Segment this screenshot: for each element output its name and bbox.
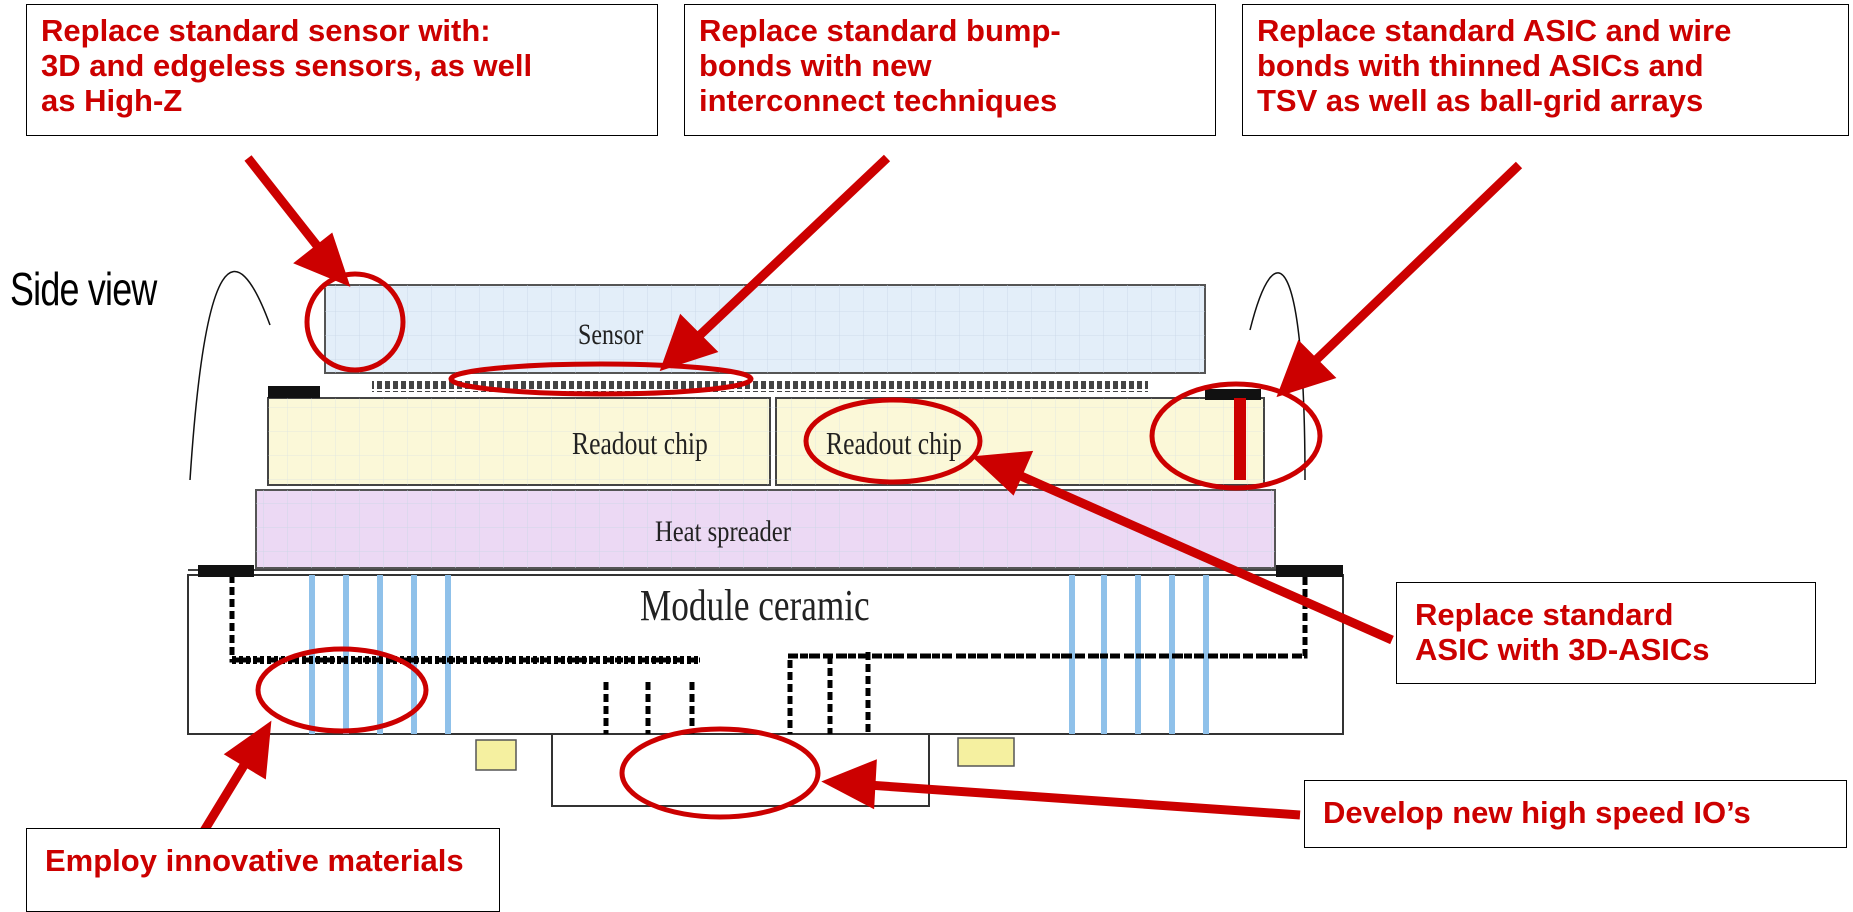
sensor-label: Sensor — [578, 318, 644, 351]
heat-spreader-label: Heat spreader — [655, 515, 791, 548]
arrow-bump-line — [696, 154, 891, 339]
callout-3d-asic: Replace standard ASIC with 3D-ASICs — [1396, 582, 1816, 684]
arrow-io-head — [821, 759, 877, 810]
callout-bump-bonds: Replace standard bump- bonds with new in… — [684, 4, 1216, 136]
bump-bonds — [372, 380, 1148, 392]
side-view-label: Side view — [10, 263, 157, 315]
callout-bump-line-2: bonds with new — [699, 48, 932, 83]
arrow-materials-head — [223, 720, 272, 780]
highlight-bump-bonds — [448, 361, 754, 397]
wire-bond-right — [1249, 272, 1306, 481]
callout-sensor-line-3: as High-Z — [41, 83, 183, 118]
arrow-bump-head — [659, 313, 719, 372]
callout-3dasic-line-1: Replace standard — [1415, 597, 1674, 632]
callout-asic-line-1: Replace standard ASIC and wire — [1257, 13, 1732, 48]
callout-bump-line-3: interconnect techniques — [699, 83, 1058, 118]
highlight-readout-chip — [803, 397, 983, 485]
highlight-sensor-edge — [304, 271, 406, 373]
callout-asic-wire: Replace standard ASIC and wire bonds wit… — [1242, 4, 1849, 136]
callout-materials: Employ innovative materials — [26, 828, 500, 912]
highlight-tsv — [1149, 381, 1323, 491]
callout-sensor-line-1: Replace standard sensor with: — [41, 13, 491, 48]
callout-io-line-1: Develop new high speed IO’s — [1323, 795, 1751, 830]
ceramic-pad-left — [198, 565, 254, 577]
bond-pad-left — [268, 386, 320, 398]
callout-asic-line-3: TSV as well as ball-grid arrays — [1257, 83, 1704, 118]
callout-sensor: Replace standard sensor with: 3D and edg… — [26, 4, 658, 136]
callout-sensor-line-2: 3D and edgeless sensors, as well — [41, 48, 533, 83]
callout-asic-line-2: bonds with thinned ASICs and — [1257, 48, 1704, 83]
callout-bump-line-1: Replace standard bump- — [699, 13, 1061, 48]
callout-materials-line-1: Employ innovative materials — [45, 843, 464, 878]
pad-left — [475, 739, 517, 771]
highlight-io — [619, 726, 821, 820]
arrow-3dasic-line — [1010, 467, 1394, 645]
bond-pad-right — [1205, 389, 1261, 400]
arrow-sensor-head — [293, 232, 351, 287]
arrow-asic-head — [1276, 339, 1337, 398]
callout-high-speed-io: Develop new high speed IO’s — [1304, 780, 1847, 848]
highlight-materials — [255, 646, 429, 734]
arrow-io-line — [867, 780, 1301, 820]
readout-chip-left-label: Readout chip — [572, 425, 708, 461]
ceramic-pad-right — [1276, 565, 1343, 577]
arrow-asic-line — [1312, 161, 1523, 364]
wire-bond-left — [189, 270, 271, 481]
tsv-bar — [1234, 398, 1246, 480]
readout-chip-right-label: Readout chip — [826, 425, 962, 461]
arrow-sensor-line — [244, 155, 326, 255]
arrow-3dasic-head — [971, 450, 1034, 496]
callout-3dasic-line-2: ASIC with 3D-ASICs — [1415, 632, 1710, 667]
pad-right — [957, 737, 1015, 767]
module-ceramic-label: Module ceramic — [640, 581, 870, 630]
